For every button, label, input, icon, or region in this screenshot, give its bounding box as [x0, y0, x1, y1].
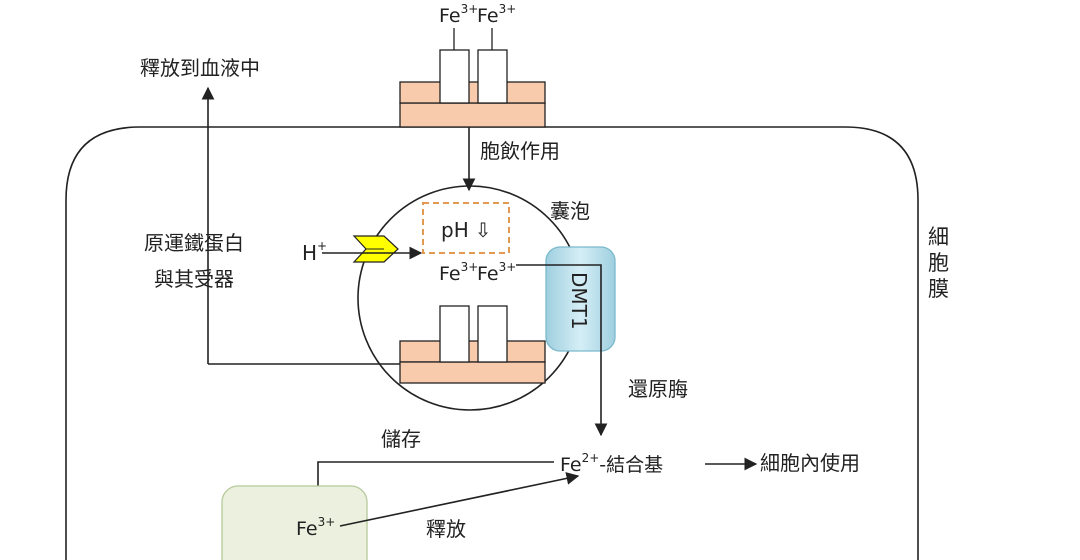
- transferrin-stem-right: [477, 49, 508, 104]
- cell-membrane-label-2: 胞: [928, 251, 949, 275]
- h-ion-label: H+: [302, 239, 327, 265]
- vesicle-fe3-left: Fe3+: [439, 260, 478, 285]
- dmt1-to-fe2-arrow: [516, 264, 608, 437]
- transferrin-stem-left: [439, 49, 470, 104]
- surface-transferrin-receptor: Fe3+ Fe3+: [399, 2, 546, 128]
- dmt1-transporter: [545, 246, 616, 352]
- cell-membrane-label-3: 膜: [928, 277, 949, 301]
- vesicle-label: 囊泡: [550, 199, 590, 223]
- transferrin-label-line1: 原運鐵蛋白: [144, 231, 244, 255]
- vesicle-receptor-base: [399, 361, 546, 384]
- fe2-binding-group: Fe2+-結合基: [560, 451, 663, 476]
- surface-fe3-right: Fe3+: [477, 2, 516, 27]
- ph-label: pH⇩: [441, 218, 492, 242]
- vesicle-fe3-right: Fe3+: [477, 260, 516, 285]
- receptor-base: [399, 102, 546, 128]
- endocytosis-label: 胞飲作用: [480, 139, 560, 163]
- vesicle-transferrin-receptor: Fe3+ Fe3+: [399, 260, 546, 384]
- storage-label: 儲存: [381, 427, 421, 451]
- cell-membrane-label-1: 細: [928, 225, 949, 249]
- surface-fe3-left: Fe3+: [439, 2, 478, 27]
- down-arrow-icon: ⇩: [475, 218, 492, 242]
- vesicle-receptor-top: [399, 340, 546, 363]
- cell-use-label: 細胞內使用: [760, 451, 860, 475]
- storage-box: [221, 485, 368, 560]
- release-label: 釋放: [426, 517, 466, 541]
- transferrin-label-line2: 與其受器: [154, 267, 234, 291]
- dmt1-label: DMT1: [567, 272, 591, 330]
- receptor-top: [399, 81, 546, 104]
- stored-fe3: Fe3+: [296, 515, 335, 540]
- ph-box: [422, 202, 510, 254]
- release-arrow: [339, 472, 580, 527]
- vesicle-stem-left: [439, 305, 470, 363]
- reductase-label: 還原脢: [628, 377, 688, 401]
- release-to-blood-label: 釋放到血液中: [140, 56, 260, 80]
- vesicle-stem-right: [477, 305, 508, 363]
